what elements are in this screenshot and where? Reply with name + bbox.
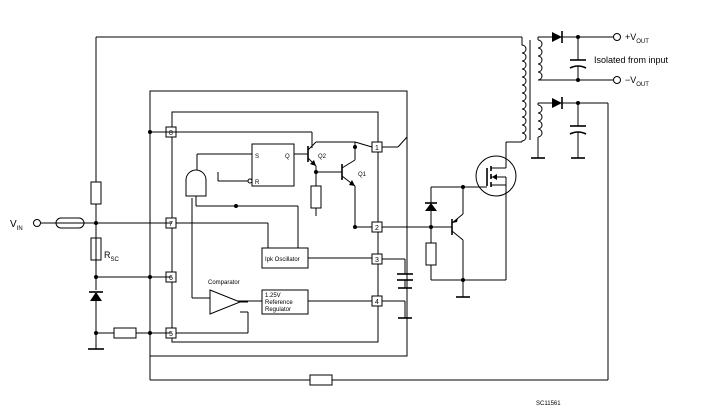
vin-label: VIN <box>10 219 23 232</box>
timing-capacitor <box>397 273 413 281</box>
rsc-label: RSC <box>104 250 120 263</box>
vout-pos-label: +VOUT <box>625 32 649 45</box>
svg-text:Reference: Reference <box>265 300 293 306</box>
pin-1-box: 1 <box>371 141 383 153</box>
flipflop-q: Q <box>285 154 290 160</box>
svg-text:1: 1 <box>375 145 379 152</box>
svg-text:5: 5 <box>169 331 173 338</box>
driver-pnp-transistor <box>451 213 464 241</box>
vout-neg-label: −VOUT <box>625 75 649 88</box>
driver-diode <box>425 202 437 211</box>
comparator-label: Comparator <box>208 280 240 286</box>
zener-diode <box>88 291 104 350</box>
q2-emitter-resistor <box>310 185 322 209</box>
input-fuse <box>55 217 85 229</box>
q1-transistor <box>341 159 356 187</box>
figure-code: SC11561 <box>536 401 561 407</box>
svg-text:7: 7 <box>169 221 173 228</box>
comparator <box>209 289 242 315</box>
and-gate <box>185 169 207 197</box>
vin-terminal <box>33 219 41 227</box>
output-diode-feedback <box>552 97 563 109</box>
feedback-resistor <box>309 374 333 386</box>
transformer-primary <box>521 37 527 142</box>
isolated-note: Isolated from input <box>594 55 669 65</box>
mosfet <box>475 155 517 197</box>
svg-text:Ipk Oscillator: Ipk Oscillator <box>265 257 300 263</box>
output-diode-isolated <box>552 31 563 43</box>
q2-label: Q2 <box>318 154 327 160</box>
flipflop-s: S <box>255 154 259 160</box>
driver-resistor <box>425 242 437 266</box>
reference-regulator <box>261 289 309 315</box>
pin-3-box: 3 <box>371 253 383 265</box>
pin-4-box: 4 <box>371 295 383 307</box>
svg-text:2: 2 <box>375 225 379 232</box>
upper-resistor <box>90 181 102 205</box>
q1-label: Q1 <box>358 172 367 178</box>
svg-text:3: 3 <box>375 257 379 264</box>
pin-2-box: 2 <box>371 221 383 233</box>
pin5-resistor <box>113 327 137 339</box>
transformer-secondary-feedback <box>537 104 543 138</box>
svg-text:1.25V: 1.25V <box>265 293 281 299</box>
flip-flop <box>251 143 295 187</box>
svg-text:4: 4 <box>375 299 379 306</box>
flipflop-r: R <box>255 180 260 186</box>
svg-text:Regulator: Regulator <box>265 307 291 313</box>
vout-neg-terminal <box>613 76 621 84</box>
svg-text:8: 8 <box>169 130 173 137</box>
transformer-secondary-isolated <box>537 39 543 81</box>
vout-pos-terminal <box>613 33 621 41</box>
q2-transistor <box>307 141 317 167</box>
svg-text:6: 6 <box>169 275 173 282</box>
